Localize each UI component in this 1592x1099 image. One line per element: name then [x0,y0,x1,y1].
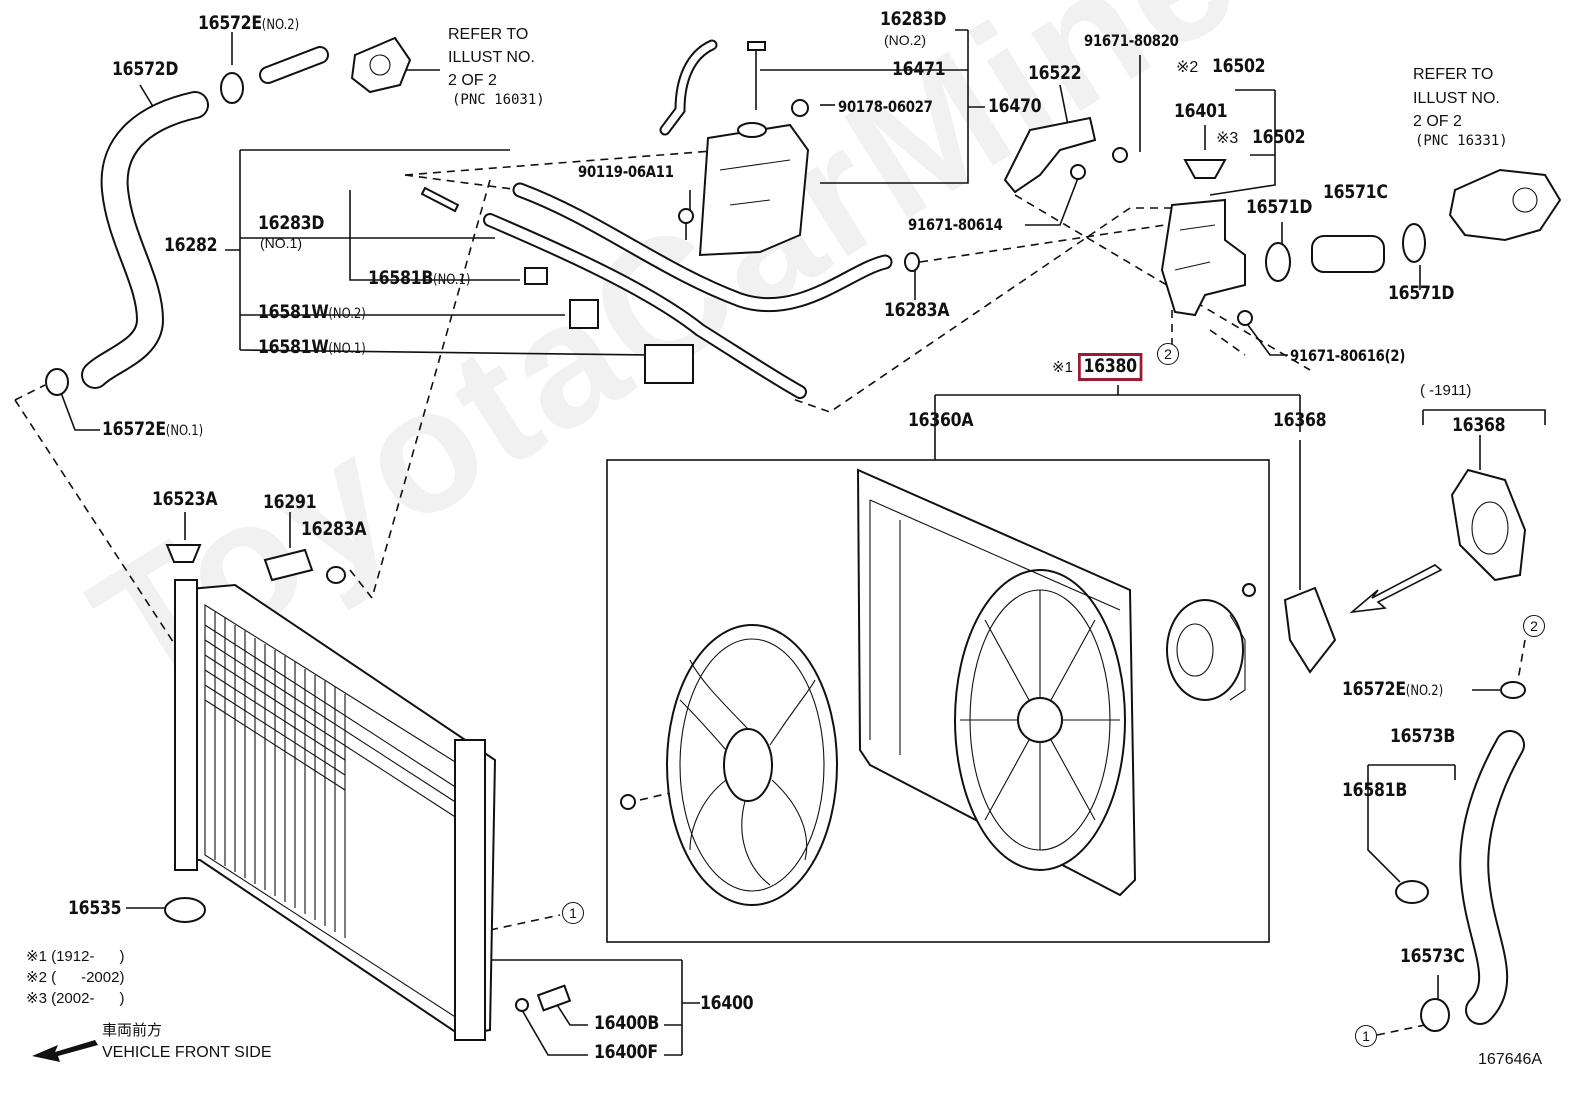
label-16573C[interactable]: 16573C [1400,945,1465,967]
outlet-housing-left [350,36,412,94]
small-parts [45,41,1526,1032]
label-16572E-no1[interactable]: 16572E(NO.1) [102,418,204,440]
label-16581W-no1[interactable]: 16581W(NO.1) [258,336,366,358]
label-16581W-no2[interactable]: 16581W(NO.2) [258,301,366,323]
label-16572E-no2-right[interactable]: 16572E(NO.2) [1342,678,1444,700]
label-16283A-top[interactable]: 16283A [884,299,950,321]
vehicle-front-en: VEHICLE FRONT SIDE [102,1044,272,1061]
label-16368-a[interactable]: 16368 [1273,409,1327,431]
refer-top-line1: REFER TO [448,26,529,43]
label-16571D-b[interactable]: 16571D [1388,282,1455,304]
label-16471[interactable]: 16471 [892,58,946,80]
cooling-fan [666,624,838,906]
ref-circle-2-right: 2 [1523,615,1545,637]
front-arrow-icon [32,1040,98,1062]
label-90119-06A11[interactable]: 90119-06A11 [578,162,674,181]
label-16581B-no1[interactable]: 16581B(NO.1) [368,267,471,289]
refer-right-line2: ILLUST NO. [1413,90,1500,107]
refer-right-line1: REFER TO [1413,66,1494,83]
label-16400B[interactable]: 16400B [594,1012,660,1034]
pad-16368 [1283,586,1337,674]
outlet-housing-right [1448,168,1562,242]
note-1: ※1 (1912- ) [26,948,125,965]
label-16572D[interactable]: 16572D [112,58,179,80]
hoses [81,39,1525,1025]
refer-top-line3: 2 OF 2 [448,72,497,89]
label-16291[interactable]: 16291 [263,491,317,513]
gasket-16368 [1450,468,1527,582]
label-16581B[interactable]: 16581B [1342,779,1408,801]
coolant-reservoir [698,122,810,257]
label-16522[interactable]: 16522 [1028,62,1082,84]
label-16400F[interactable]: 16400F [594,1041,658,1063]
label-16502-b[interactable]: 16502 [1252,126,1306,148]
label-16283D-no2-suffix: (NO.2) [884,32,926,48]
label-16380-highlighted[interactable]: 16380 [1078,353,1143,381]
refer-right-line4: (PNC 16331) [1415,133,1508,149]
label-range-1911: ( -1911) [1420,382,1472,399]
label-16283D-no2[interactable]: 16283D [880,8,947,30]
ref-circle-2-top: 2 [1157,343,1179,365]
refer-top-line2: ILLUST NO. [448,49,535,66]
label-16571D-a[interactable]: 16571D [1246,196,1313,218]
mark-3-16502: ※3 [1216,130,1239,147]
radiator [174,579,497,1041]
direction-arrow [1349,564,1443,614]
label-16470[interactable]: 16470 [988,95,1042,117]
label-16572E-no2-top[interactable]: 16572E(NO.2) [198,12,300,34]
ref-circle-1-left: 1 [562,902,584,924]
label-16401[interactable]: 16401 [1174,100,1228,122]
fan-shroud [856,468,1137,897]
refer-right-line3: 2 OF 2 [1413,113,1462,130]
label-16283D-no1-suffix: (NO.1) [260,235,302,251]
diagram-code: 167646A [1478,1051,1543,1068]
label-16283A-mid[interactable]: 16283A [301,518,367,540]
fan-motor [1166,599,1246,701]
label-16282[interactable]: 16282 [164,234,218,256]
label-16571C[interactable]: 16571C [1323,181,1388,203]
label-16400[interactable]: 16400 [700,992,754,1014]
note-2: ※2 ( -2002) [26,969,125,986]
vehicle-front-jp: 車両前方 [102,1021,163,1039]
note-3: ※3 (2002- ) [26,990,125,1007]
label-91671-80820[interactable]: 91671-80820 [1084,31,1179,50]
label-16360A[interactable]: 16360A [908,409,974,431]
refer-top-line4: (PNC 16031) [452,92,545,108]
mark-2-16502: ※2 [1176,59,1199,76]
label-91671-80616[interactable]: 91671-80616(2) [1290,346,1406,365]
label-16368-b[interactable]: 16368 [1452,414,1506,436]
label-90178-06027[interactable]: 90178-06027 [838,97,933,116]
label-16523A[interactable]: 16523A [152,488,218,510]
label-16535[interactable]: 16535 [68,897,122,919]
bracket-16522 [1003,116,1097,194]
label-16502-a[interactable]: 16502 [1212,55,1266,77]
ref-circle-1-right: 1 [1355,1025,1377,1047]
mark-1-16380: ※1 [1052,359,1073,376]
label-16573B[interactable]: 16573B [1390,725,1456,747]
label-16283D-no1[interactable]: 16283D [258,212,325,234]
label-91671-80614[interactable]: 91671-80614 [908,215,1003,234]
water-outlet [1160,198,1246,317]
